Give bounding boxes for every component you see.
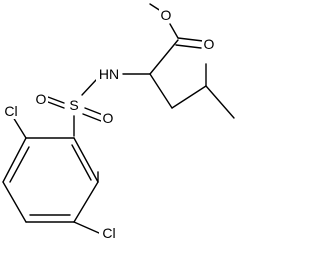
bond-ch2-ch xyxy=(171,85,207,109)
bond-carbonyl-double-2 xyxy=(175,44,202,49)
ring-bond-4 xyxy=(2,181,27,223)
bond-s-o-left-2 xyxy=(47,101,65,109)
ring-bond-5 xyxy=(2,137,27,183)
bond-ring-cl-top xyxy=(12,116,27,139)
atom-ester-oxygen: O xyxy=(161,7,172,23)
molecule-drawing: O O HN S O O Cl Cl xyxy=(1,3,235,241)
bond-s-o-right-2 xyxy=(82,113,102,122)
bond-s-o-right xyxy=(84,107,104,116)
atom-sulfonyl-oxygen-left: O xyxy=(36,91,47,107)
atom-carbonyl-oxygen: O xyxy=(204,36,215,52)
ring-bond-1 xyxy=(73,137,99,183)
atom-chlorine-top: Cl xyxy=(4,103,17,119)
atom-sulfur: S xyxy=(69,97,78,113)
bond-carbonyl-double-1 xyxy=(177,37,204,42)
bond-s-o-left xyxy=(47,96,65,104)
structure-canvas: O O HN S O O Cl Cl xyxy=(1,3,235,241)
bond-ring-cl-bottom-2 xyxy=(73,221,100,234)
ring-double-1 xyxy=(71,144,92,181)
bond-alpha-ch2 xyxy=(149,73,173,109)
ring-double-3 xyxy=(9,146,30,183)
atom-chlorine-bottom: Cl xyxy=(102,225,115,241)
bond-nh-s xyxy=(81,79,97,96)
bond-carbonyl-alpha xyxy=(149,39,179,75)
bond-o-carbonyl-c xyxy=(169,23,179,39)
atom-amide-nh: HN xyxy=(99,66,119,82)
bond-ch-methyl-a xyxy=(205,85,235,119)
atom-sulfonyl-oxygen-right: O xyxy=(103,110,114,126)
ring-bond-2 xyxy=(73,181,99,223)
